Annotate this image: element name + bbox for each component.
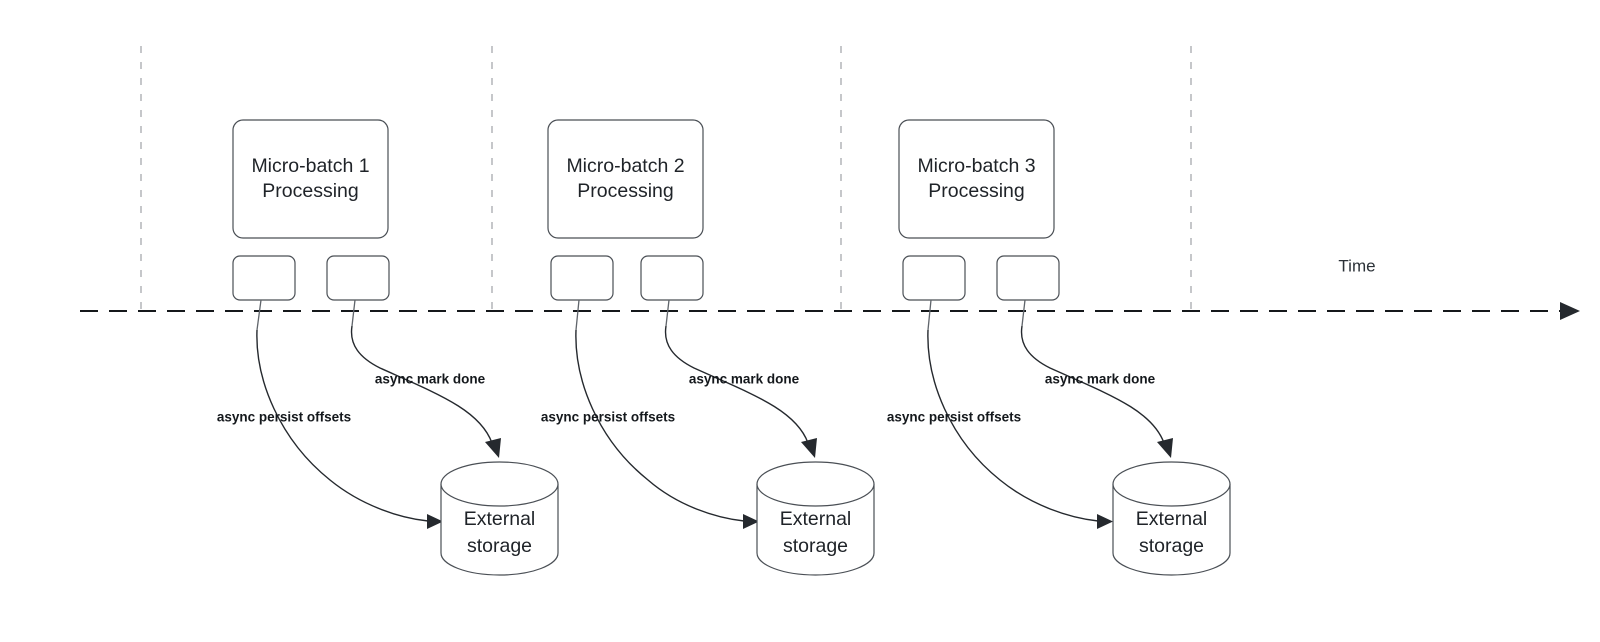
- task-box-3b-stem: [1021, 299, 1026, 327]
- task-box-2a[interactable]: [550, 255, 614, 301]
- time-axis: Time: [80, 256, 1580, 320]
- edge-persist-offsets-2-path: [575, 329, 745, 522]
- task-box-1a[interactable]: [232, 255, 296, 301]
- external-storage-3-body: [1112, 484, 1231, 576]
- external-storage-2-body: [756, 484, 875, 576]
- external-storage-3-cap: [1112, 461, 1231, 507]
- task-box-1b-stem: [351, 299, 356, 327]
- edge-mark-done-2-arrow: [801, 438, 817, 458]
- edge-persist-offsets-3-label: async persist offsets: [887, 410, 1021, 425]
- micro-batch-1-label-line1: Micro-batch 1: [251, 155, 369, 177]
- external-storage-1[interactable]: External storage: [440, 461, 559, 576]
- edge-mark-done-1-path: [350, 325, 493, 444]
- edge-persist-offsets-1-path: [256, 329, 429, 522]
- timeline-arrow-head: [1560, 302, 1580, 320]
- external-storage-1-body: [440, 484, 559, 576]
- micro-batch-group-2: Micro-batch 2 Processing async persist o…: [541, 119, 875, 576]
- task-box-2a-stem: [575, 299, 580, 331]
- external-storage-2-label-line2: storage: [783, 535, 848, 557]
- micro-batch-group-1: Micro-batch 1 Processing async persist o…: [217, 119, 559, 576]
- divider-group: [140, 46, 1192, 318]
- edge-mark-done-2-path: [664, 325, 809, 444]
- micro-batch-3-label-line1: Micro-batch 3: [917, 155, 1035, 177]
- time-axis-label: Time: [1338, 256, 1375, 275]
- task-box-2b-stem: [665, 299, 670, 327]
- edge-persist-offsets-2-label: async persist offsets: [541, 410, 675, 425]
- micro-batch-2-label-line1: Micro-batch 2: [566, 155, 684, 177]
- task-box-1b[interactable]: [326, 255, 390, 301]
- edge-persist-offsets-1-label: async persist offsets: [217, 410, 351, 425]
- external-storage-3[interactable]: External storage: [1112, 461, 1231, 576]
- edge-mark-done-2-label: async mark done: [689, 372, 800, 387]
- task-box-3a[interactable]: [902, 255, 966, 301]
- micro-batch-2-box[interactable]: [547, 119, 704, 239]
- external-storage-3-label-line1: External: [1136, 508, 1208, 530]
- micro-batch-1-box[interactable]: [232, 119, 389, 239]
- edge-persist-offsets-3-path: [927, 329, 1099, 522]
- external-storage-3-label-line2: storage: [1139, 535, 1204, 557]
- edge-mark-done-1-arrow: [485, 438, 501, 458]
- micro-batch-group-3: Micro-batch 3 Processing async persist o…: [887, 119, 1231, 576]
- edge-mark-done-3-label: async mark done: [1045, 372, 1156, 387]
- edge-mark-done-1-label: async mark done: [375, 372, 486, 387]
- edge-persist-offsets-1-arrow: [427, 514, 443, 529]
- edge-persist-offsets-2-arrow: [743, 514, 759, 529]
- external-storage-1-label-line2: storage: [467, 535, 532, 557]
- external-storage-2[interactable]: External storage: [756, 461, 875, 576]
- micro-batch-1-label-line2: Processing: [262, 180, 358, 202]
- external-storage-2-label-line1: External: [780, 508, 852, 530]
- micro-batch-3-box[interactable]: [898, 119, 1055, 239]
- task-box-3a-stem: [927, 299, 932, 331]
- task-box-2b[interactable]: [640, 255, 704, 301]
- task-box-1a-stem: [256, 299, 262, 331]
- edge-mark-done-3-path: [1020, 325, 1165, 444]
- external-storage-1-cap: [440, 461, 559, 507]
- edge-mark-done-3-arrow: [1157, 438, 1173, 458]
- edge-persist-offsets-3-arrow: [1097, 514, 1113, 529]
- micro-batch-3-label-line2: Processing: [928, 180, 1024, 202]
- external-storage-1-label-line1: External: [464, 508, 536, 530]
- task-box-3b[interactable]: [996, 255, 1060, 301]
- micro-batch-2-label-line2: Processing: [577, 180, 673, 202]
- external-storage-2-cap: [756, 461, 875, 507]
